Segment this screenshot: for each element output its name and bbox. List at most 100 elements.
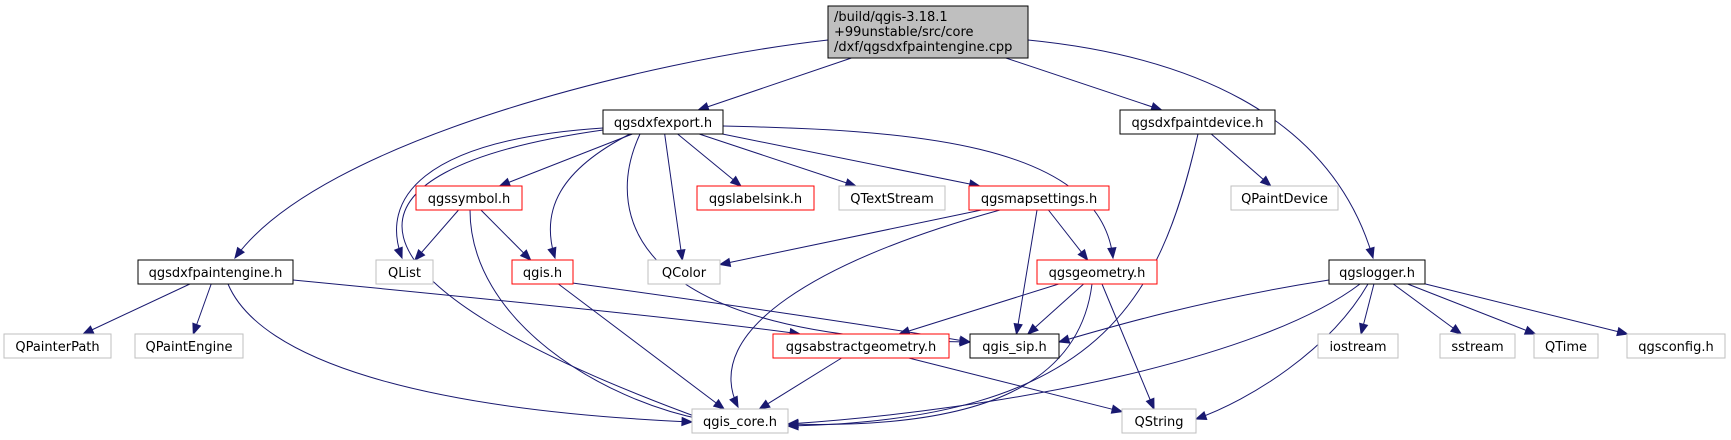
node-root[interactable]: /build/qgis-3.18.1+99unstable/src/core/d… <box>827 5 1029 59</box>
node-qgslogger-h[interactable]: qgslogger.h <box>1328 259 1426 285</box>
edge-qgsmapsettings-h-to-qgis-core-h-arrowhead <box>729 395 739 409</box>
edge-qgssymbol-h-to-QList <box>414 209 459 261</box>
node-label-qpaintengine: QPaintEngine <box>146 340 233 355</box>
node-iostream: iostream <box>1317 333 1399 359</box>
node-label-iostream: iostream <box>1329 340 1386 355</box>
edge-qgslogger-h-to-qgsconfig-h-arrowhead <box>1616 326 1629 337</box>
node-qgsdxfexport-h[interactable]: qgsdxfexport.h <box>602 109 724 135</box>
node-qgsdxfpaintengine-h[interactable]: qgsdxfpaintengine.h <box>137 259 294 285</box>
node-box-qgsgeometry-h <box>1036 259 1158 285</box>
edge-qgsdxfexport-h-to-qgis-h <box>549 133 631 259</box>
edge-qgsabstractgeometry-h-to-qgis-core-h-arrowhead <box>758 399 771 410</box>
node-qgsconfig-h: qgsconfig.h <box>1626 333 1726 359</box>
node-label-qgis-core-h: qgis_core.h <box>703 415 777 430</box>
edge-qgsdxfexport-h-to-QList <box>396 127 604 259</box>
edge-qgslogger-h-to-qgis-sip-h <box>1058 279 1330 343</box>
node-qpaintdevice: QPaintDevice <box>1230 185 1339 211</box>
edge-qgslogger-h-to-QTime-arrowhead <box>1523 325 1537 335</box>
node-box-qgis-core-h <box>691 408 789 434</box>
node-label-qgsdxfexport-h: qgsdxfexport.h <box>614 116 712 131</box>
edge-qgssymbol-h-to-qgis-h-arrowhead <box>519 249 532 261</box>
node-qcolor: QColor <box>647 259 721 285</box>
node-box-qpainterpath <box>3 333 112 359</box>
node-qgssymbol-h[interactable]: qgssymbol.h <box>415 185 523 211</box>
edge-root-to-qgsdxfpaintengine-h-arrowhead <box>234 246 245 260</box>
edge-qgslogger-h-to-iostream-arrowhead <box>1359 322 1369 336</box>
node-qpainterpath: QPainterPath <box>3 333 112 359</box>
node-qtime: QTime <box>1533 333 1599 359</box>
node-box-qgslabelsink-h <box>696 185 815 211</box>
edge-root-to-qgsdxfexport-h-arrowhead <box>697 102 710 112</box>
edge-qgsgeometry-h-to-QString-arrowhead <box>1145 397 1155 411</box>
edge-qgsmapsettings-h-to-qgsgeometry-h-arrowhead <box>1077 248 1089 262</box>
edge-qgslogger-h-to-sstream <box>1393 283 1462 335</box>
node-label-qgsgeometry-h: qgsgeometry.h <box>1049 266 1146 281</box>
node-label-qtextstream: QTextStream <box>850 192 934 207</box>
edge-qgsabstractgeometry-h-to-QString <box>908 357 1123 413</box>
edge-qgsmapsettings-h-to-qgis-sip-h-arrowhead <box>1013 322 1023 336</box>
edges-layer <box>81 39 1629 431</box>
node-label-qtime: QTime <box>1545 340 1587 355</box>
node-label-qgis-h: qgis.h <box>523 266 562 281</box>
node-label-qpainterpath: QPainterPath <box>15 340 99 355</box>
node-qgis-h[interactable]: qgis.h <box>511 259 574 285</box>
edge-qgssymbol-h-to-qgis-h <box>480 209 531 261</box>
node-label-qcolor: QColor <box>662 266 707 281</box>
edge-qgis-h-to-qgis-core-h <box>558 283 725 410</box>
edge-qgsdxfexport-h-to-qgssymbol-h-arrowhead <box>498 177 512 187</box>
node-label-root-line-1: /build/qgis-3.18.1 <box>834 10 948 25</box>
edge-qgsdxfexport-h-to-qgsmapsettings-h <box>722 133 980 187</box>
node-box-qgsdxfexport-h <box>602 109 724 135</box>
node-box-qgsdxfpaintdevice-h <box>1119 109 1276 135</box>
edge-qgsdxfexport-h-to-qgis-core-h <box>401 129 706 421</box>
node-qgsabstractgeometry-h[interactable]: qgsabstractgeometry.h <box>772 333 950 359</box>
edge-qgsdxfpaintdevice-h-to-QPaintDevice-arrowhead <box>1259 175 1272 187</box>
edge-qgsdxfpaintengine-h-to-qgsabstractgeometry-h <box>292 279 801 335</box>
node-qgsdxfpaintdevice-h[interactable]: qgsdxfpaintdevice.h <box>1119 109 1276 135</box>
node-label-qgis-sip-h: qgis_sip.h <box>982 340 1046 355</box>
node-qgis-sip-h[interactable]: qgis_sip.h <box>969 333 1060 359</box>
node-box-qpaintdevice <box>1230 185 1339 211</box>
node-sstream: sstream <box>1439 333 1516 359</box>
edge-qgsdxfpaintdevice-h-to-qgis-core-h <box>787 133 1199 427</box>
edge-qgis-h-to-qgis-core-h-arrowhead <box>712 398 726 410</box>
node-qgslabelsink-h[interactable]: qgslabelsink.h <box>696 185 815 211</box>
edge-qgsabstractgeometry-h-to-qgis-core-h <box>759 357 842 410</box>
edge-qgsdxfexport-h-to-QList-arrowhead <box>393 246 403 260</box>
edge-qgslogger-h-to-sstream-arrowhead <box>1449 323 1463 335</box>
node-label-qlist: QList <box>388 266 421 281</box>
node-box-qgsdxfpaintengine-h <box>137 259 294 285</box>
edge-qgssymbol-h-to-qgis-core-h <box>469 209 706 421</box>
node-label-qgsmapsettings-h: qgsmapsettings.h <box>981 192 1097 207</box>
node-qstring: QString <box>1121 408 1197 434</box>
node-label-root-line-3: /dxf/qgsdxfpaintengine.cpp <box>834 40 1012 55</box>
edge-qgsdxfexport-h-to-qgsgeometry-h <box>722 125 1114 259</box>
edge-root-to-qgsdxfpaintengine-h <box>234 39 829 259</box>
node-box-qpaintengine <box>134 333 244 359</box>
edge-qgsdxfexport-h-to-qgis-h-arrowhead <box>547 246 557 260</box>
node-qgsgeometry-h[interactable]: qgsgeometry.h <box>1036 259 1158 285</box>
node-box-qgsabstractgeometry-h <box>772 333 950 359</box>
edge-qgsgeometry-h-to-qgis-sip-h-arrowhead <box>1026 323 1039 335</box>
edge-qgsdxfexport-h-to-qgslabelsink-h-arrowhead <box>729 175 742 187</box>
edge-qgslogger-h-to-qgis-sip-h-arrowhead <box>1057 334 1071 344</box>
edge-qgsgeometry-h-to-qgis-sip-h <box>1027 283 1084 335</box>
node-label-qgsdxfpaintengine-h: qgsdxfpaintengine.h <box>149 266 283 281</box>
node-box-qgsconfig-h <box>1626 333 1726 359</box>
edge-qgsdxfpaintengine-h-to-QPainterPath <box>82 283 191 335</box>
node-label-root-line-2: +99unstable/src/core <box>834 25 974 40</box>
edge-qgsdxfexport-h-to-QColor-arrowhead <box>676 248 686 262</box>
node-box-qgis-h <box>511 259 574 285</box>
edge-root-to-qgsdxfpaintdevice-h-arrowhead <box>1150 102 1163 112</box>
edge-qgsdxfpaintengine-h-to-QPaintEngine-arrowhead <box>192 322 202 336</box>
edge-qgslogger-h-to-qgis-core-h <box>787 283 1361 425</box>
edge-qgsmapsettings-h-to-QColor-arrowhead <box>718 257 732 267</box>
edge-qgsmapsettings-h-to-qgis-sip-h <box>1015 209 1038 335</box>
node-box-qcolor <box>647 259 721 285</box>
edge-qgslogger-h-to-QString <box>1195 283 1369 420</box>
node-qgsmapsettings-h[interactable]: qgsmapsettings.h <box>968 185 1110 211</box>
node-label-sstream: sstream <box>1451 340 1503 355</box>
node-label-qgslogger-h: qgslogger.h <box>1339 266 1415 281</box>
edge-qgsdxfexport-h-to-qgsgeometry-h-arrowhead <box>1107 247 1117 260</box>
